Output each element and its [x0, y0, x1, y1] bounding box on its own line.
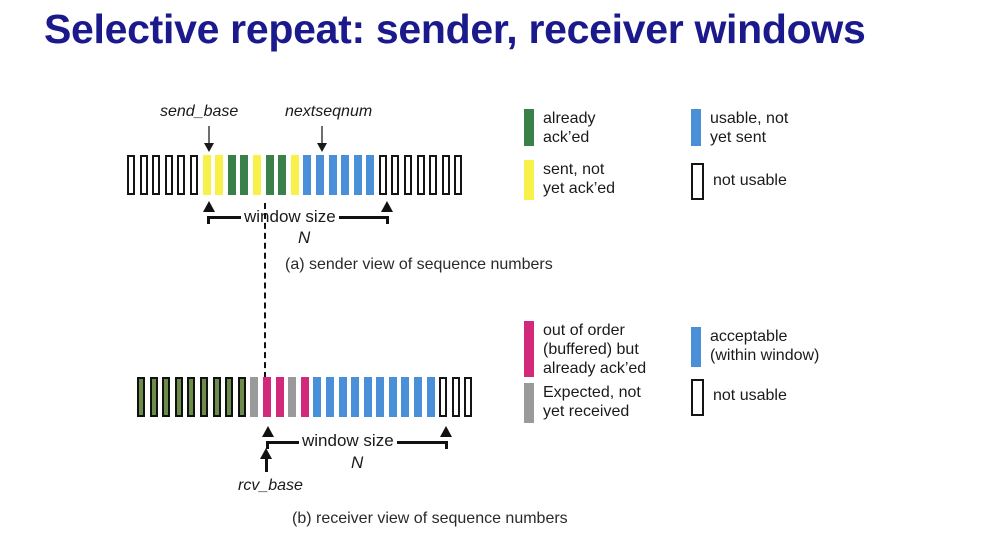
- page-title: Selective repeat: sender, receiver windo…: [44, 6, 866, 52]
- sender-segment: [429, 155, 438, 195]
- legend-item: not usable: [691, 163, 851, 200]
- receiver-segment: [426, 377, 435, 417]
- legend-swatch-yellow: [524, 160, 534, 200]
- receiver-window-size-label: window size: [299, 431, 397, 451]
- receiver-segment: [363, 377, 372, 417]
- receiver-window-n: N: [351, 453, 364, 472]
- sender-segment: [265, 155, 274, 195]
- sender-segment: [290, 155, 299, 195]
- legend-label: usable, not yet sent: [710, 110, 789, 146]
- rcv-base-arrow-icon: [260, 448, 272, 472]
- sender-segment: [404, 155, 413, 195]
- receiver-segment: [275, 377, 284, 417]
- receiver-segment: [376, 377, 385, 417]
- sender-segment: [164, 155, 173, 195]
- legend-item: usable, not yet sent: [691, 109, 851, 147]
- legend-swatch-not-usable: [691, 379, 704, 416]
- sender-segment: [227, 155, 236, 195]
- send-base-label: send_base: [160, 103, 239, 120]
- receiver-segment: [388, 377, 397, 417]
- rcv-base-label: rcv_base: [238, 477, 303, 494]
- receiver-segment: [351, 377, 360, 417]
- sender-segment: [177, 155, 186, 195]
- legend-label: acceptable (within window): [710, 328, 820, 364]
- sender-segment: [303, 155, 312, 195]
- receiver-segment: [187, 377, 196, 417]
- legend-label: not usable: [713, 387, 787, 404]
- receiver-segment: [199, 377, 208, 417]
- receiver-segment: [174, 377, 183, 417]
- legend-swatch-gray: [524, 383, 534, 423]
- receiver-segment: [325, 377, 334, 417]
- send-base-arrow-icon: [203, 126, 215, 153]
- receiver-segment: [250, 377, 259, 417]
- legend-item: Expected, not yet received: [524, 383, 689, 423]
- receiver-segment: [401, 377, 410, 417]
- receiver-segment: [237, 377, 246, 417]
- legend-label: Expected, not yet received: [543, 384, 641, 420]
- receiver-segment: [137, 377, 145, 417]
- sender-segment: [441, 155, 450, 195]
- receiver-segment: [451, 377, 460, 417]
- sender-segment: [353, 155, 362, 195]
- sender-segment: [202, 155, 211, 195]
- receiver-segment: [338, 377, 347, 417]
- alignment-dashed-line: [264, 203, 266, 388]
- legend-label: already ack’ed: [543, 110, 596, 146]
- legend-label: out of order (buffered) but already ack’…: [543, 322, 647, 377]
- legend-swatch-blue: [691, 327, 701, 367]
- sender-sequence-strip: [127, 155, 467, 195]
- receiver-segment: [288, 377, 297, 417]
- receiver-segment: [313, 377, 322, 417]
- receiver-sequence-strip: [137, 377, 477, 417]
- nextseqnum-label: nextseqnum: [285, 103, 373, 120]
- sender-window-n: N: [298, 228, 311, 247]
- legend-item: sent, not yet ack’ed: [524, 160, 684, 200]
- sender-window-size-label: window size: [241, 207, 339, 227]
- sender-segment: [152, 155, 161, 195]
- receiver-segment: [300, 377, 309, 417]
- sender-segment: [240, 155, 249, 195]
- nextseqnum-arrow-icon: [316, 126, 328, 153]
- receiver-segment: [439, 377, 448, 417]
- sender-segment: [127, 155, 135, 195]
- sender-segment: [454, 155, 463, 195]
- legend-item: already ack’ed: [524, 109, 674, 147]
- legend-item: not usable: [691, 379, 851, 416]
- sender-segment: [366, 155, 375, 195]
- sender-caption: (a) sender view of sequence numbers: [285, 256, 553, 273]
- sender-segment: [391, 155, 400, 195]
- sender-segment: [215, 155, 224, 195]
- sender-segment: [378, 155, 387, 195]
- receiver-segment: [414, 377, 423, 417]
- legend-item: acceptable (within window): [691, 327, 866, 367]
- receiver-segment: [149, 377, 158, 417]
- legend-item: out of order (buffered) but already ack’…: [524, 321, 684, 378]
- legend-swatch-not-usable: [691, 163, 704, 200]
- sender-segment: [315, 155, 324, 195]
- receiver-segment: [464, 377, 473, 417]
- receiver-caption: (b) receiver view of sequence numbers: [292, 510, 568, 527]
- legend-swatch-green: [524, 109, 534, 146]
- sender-segment: [139, 155, 148, 195]
- sender-segment: [341, 155, 350, 195]
- sender-segment: [189, 155, 198, 195]
- receiver-segment: [225, 377, 234, 417]
- legend-label: sent, not yet ack’ed: [543, 161, 616, 197]
- sender-segment: [328, 155, 337, 195]
- sender-segment: [416, 155, 425, 195]
- receiver-segment: [212, 377, 221, 417]
- receiver-segment: [162, 377, 171, 417]
- legend-swatch-blue: [691, 109, 701, 146]
- sender-segment: [278, 155, 287, 195]
- receiver-segment: [262, 377, 271, 417]
- sender-segment: [252, 155, 261, 195]
- legend-label: not usable: [713, 172, 787, 189]
- legend-swatch-pink: [524, 321, 534, 377]
